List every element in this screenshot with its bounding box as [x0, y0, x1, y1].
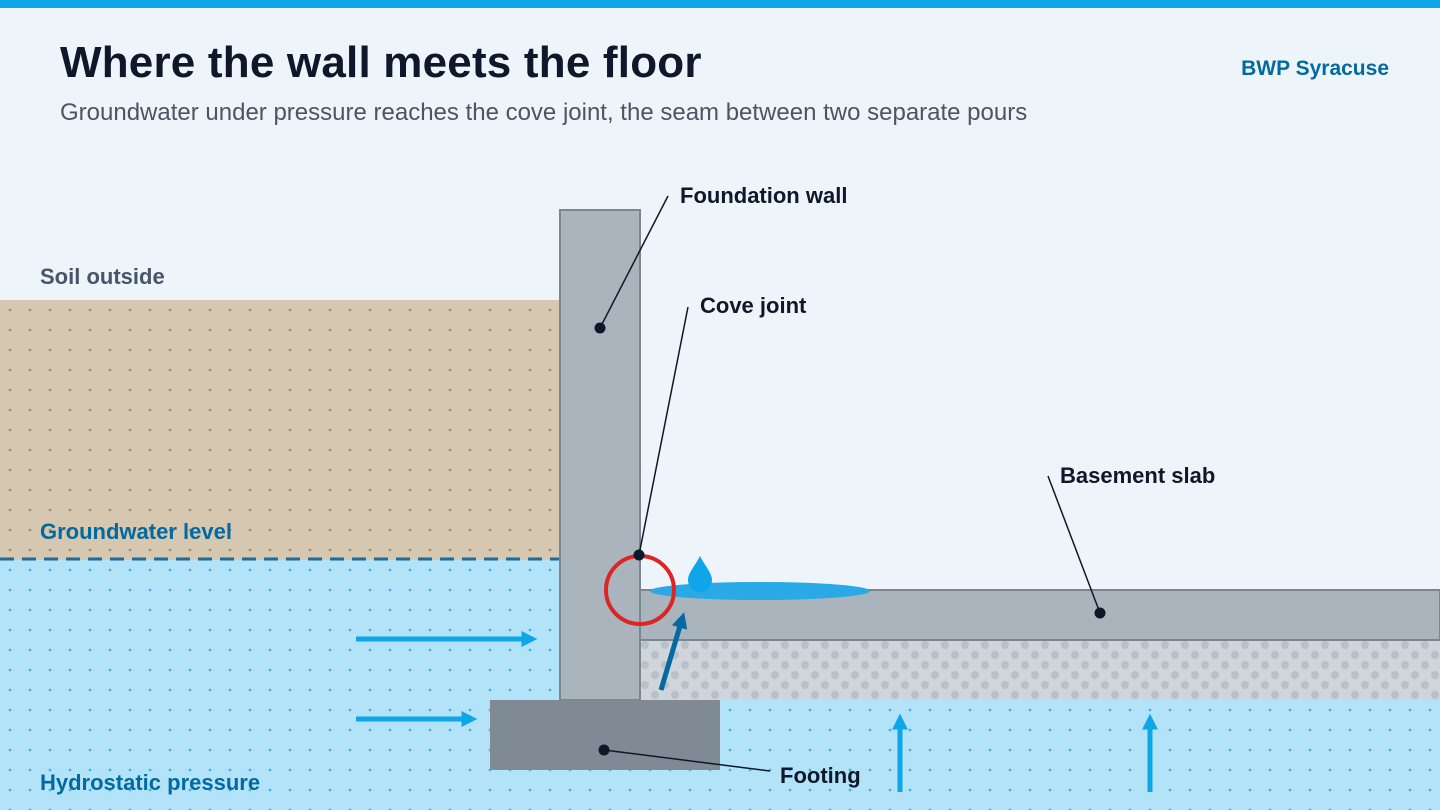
- label-soil-outside: Soil outside: [40, 264, 165, 289]
- seep-arrow-cove: [658, 612, 688, 691]
- label-hydrostatic-pressure: Hydrostatic pressure: [40, 770, 260, 795]
- leader-footing: [603, 749, 771, 772]
- leader-dot-basement-slab: [1094, 607, 1106, 619]
- label-cove-joint: Cove joint: [700, 293, 807, 318]
- label-foundation-wall: Foundation wall: [680, 183, 847, 208]
- groundwater-region: [0, 560, 560, 810]
- page-subtitle: Groundwater under pressure reaches the c…: [60, 99, 1028, 126]
- leader-foundation-wall: [599, 195, 669, 329]
- leader-dot-foundation-wall: [594, 322, 606, 334]
- page-title: Where the wall meets the floor: [60, 38, 702, 87]
- leader-dot-cove-joint: [633, 549, 645, 561]
- foundation-wall: [559, 209, 641, 701]
- soil-region: [0, 300, 560, 560]
- water-drop-icon: [688, 556, 712, 592]
- brand-label: BWP Syracuse: [1241, 57, 1389, 80]
- gravel-base: [640, 640, 1440, 700]
- leader-dot-footing: [598, 744, 610, 756]
- leader-basement-slab: [1047, 475, 1101, 614]
- label-groundwater-level: Groundwater level: [40, 519, 232, 544]
- label-basement-slab: Basement slab: [1060, 463, 1215, 488]
- leak-puddle: [650, 582, 870, 600]
- top-accent-bar: [0, 0, 1440, 8]
- label-footing: Footing: [780, 763, 861, 788]
- footing: [490, 700, 720, 770]
- leader-cove-joint: [638, 306, 689, 556]
